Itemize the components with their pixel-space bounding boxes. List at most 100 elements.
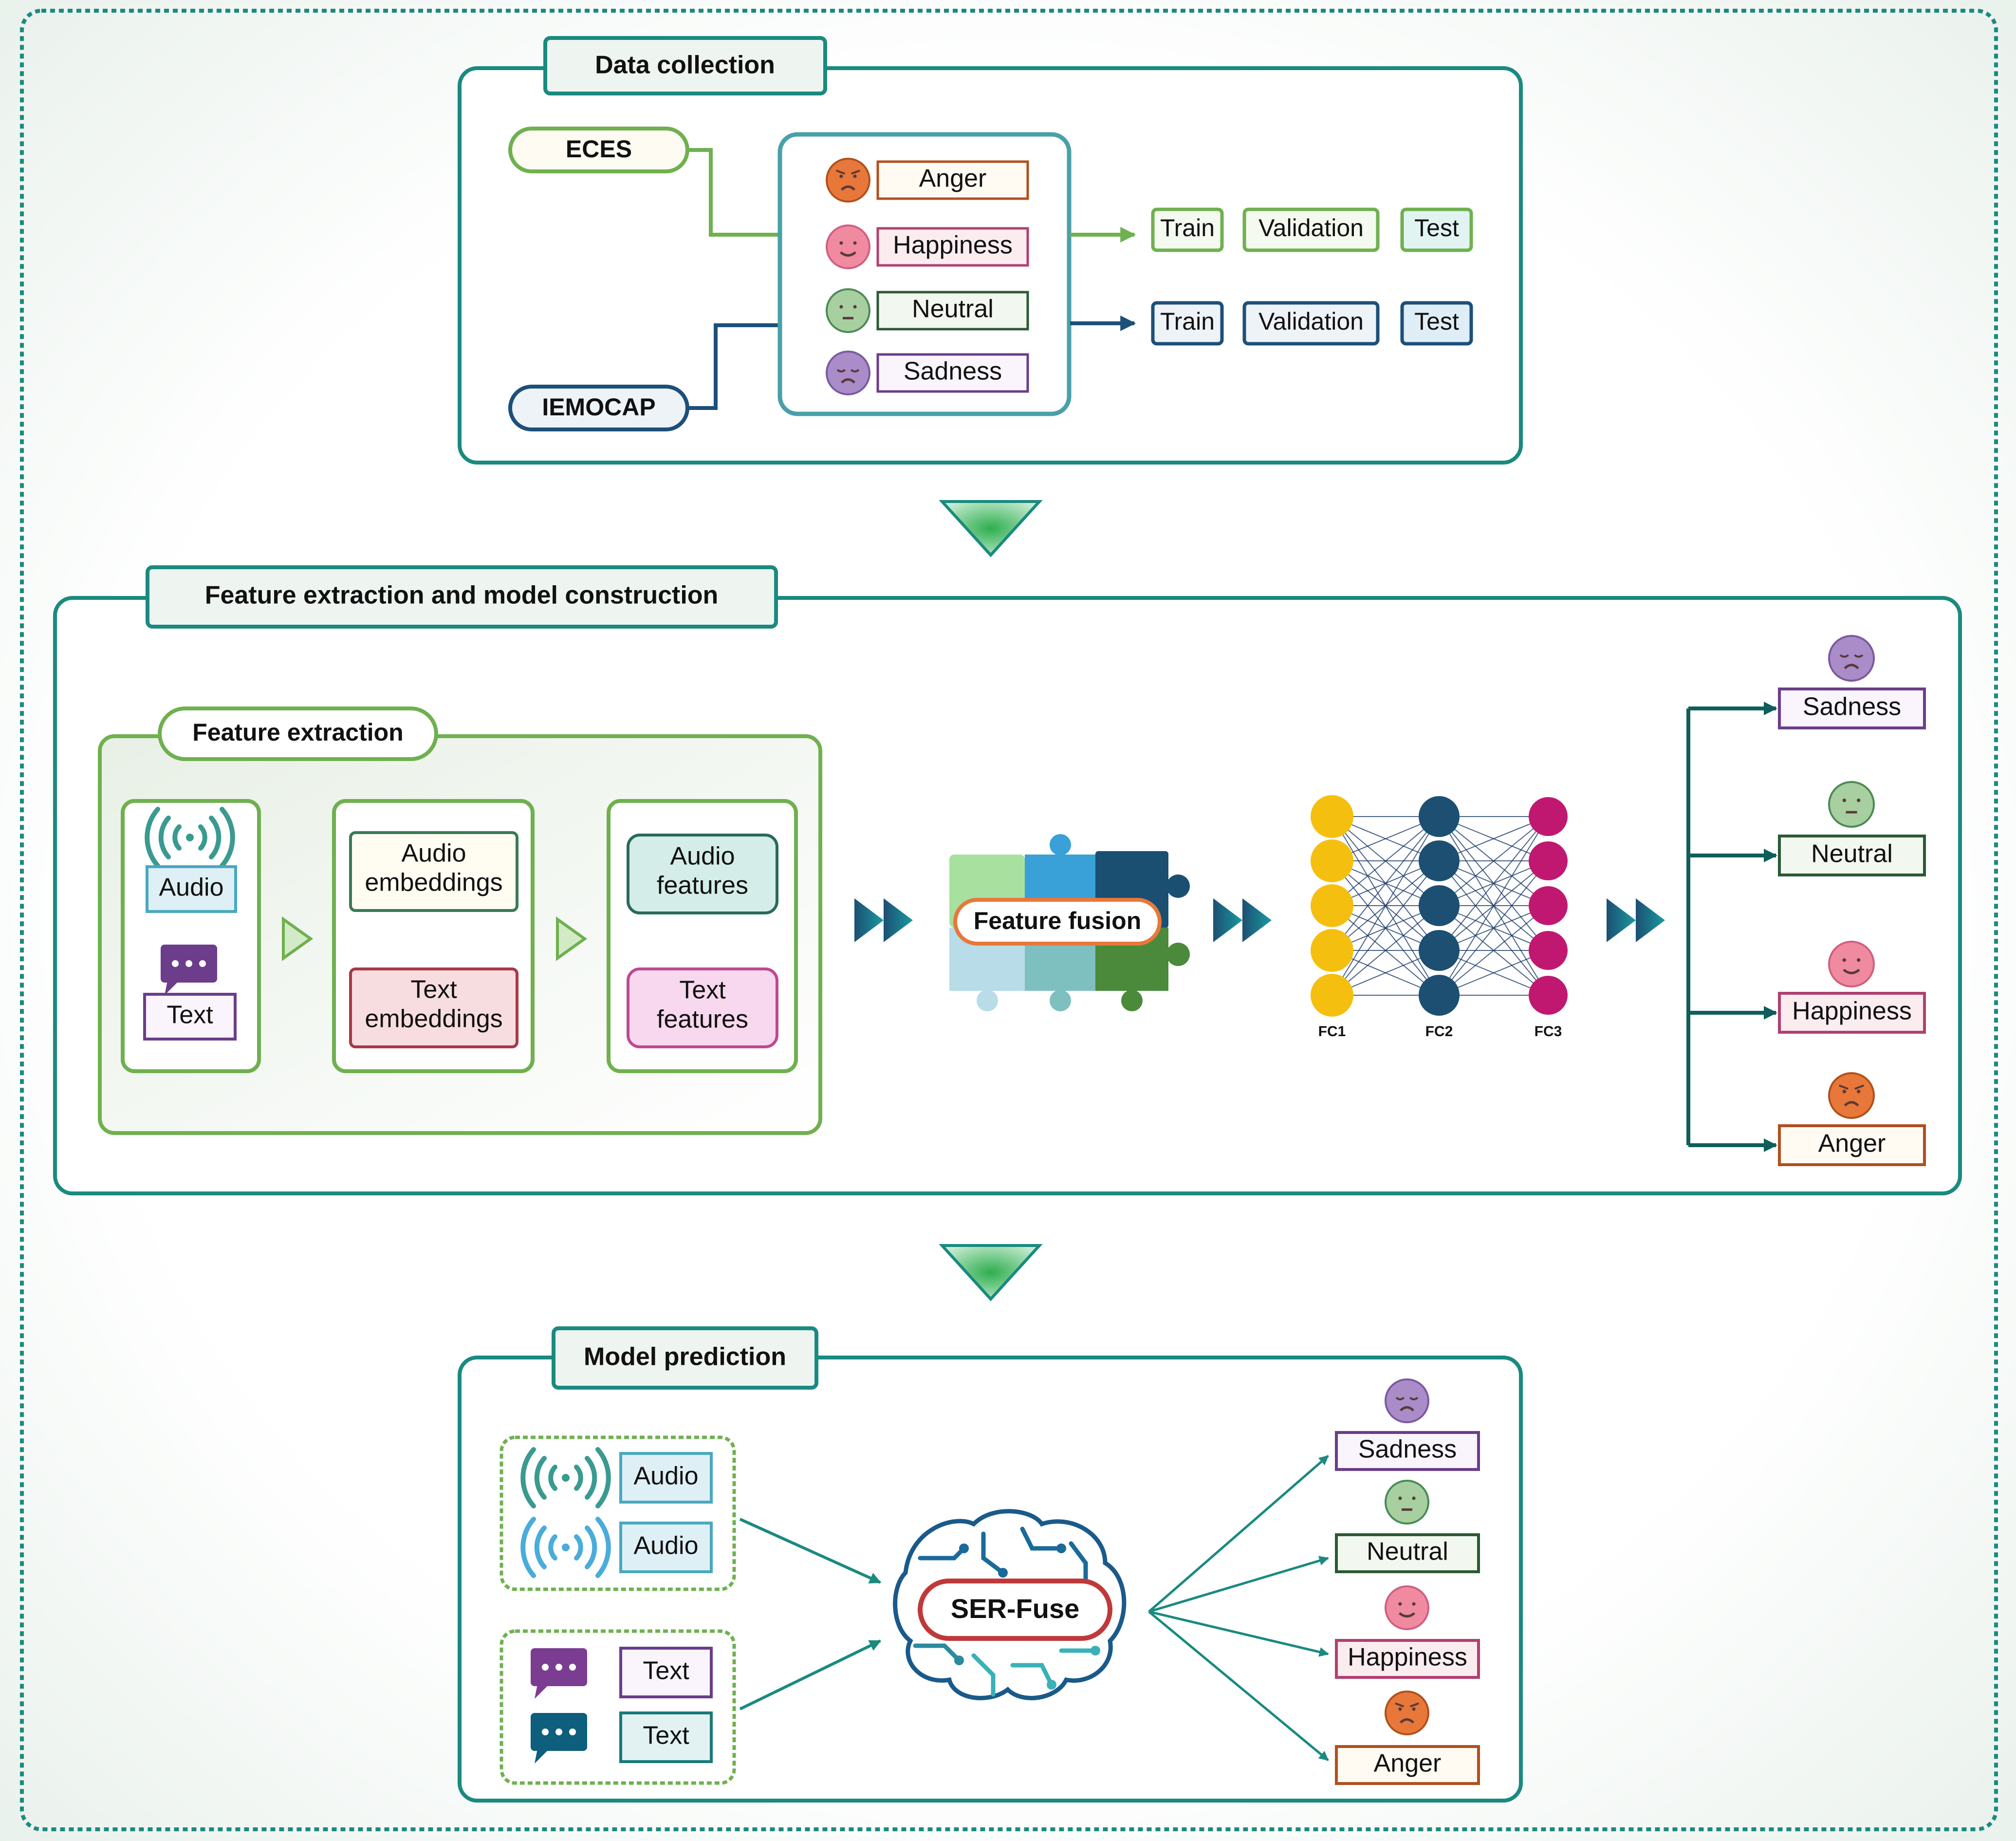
emotion-box-anger [876, 160, 1029, 200]
iemocap-split-test [1400, 301, 1473, 346]
layer-label-fc1: FC1 [1318, 1023, 1346, 1040]
neuron [1419, 796, 1460, 837]
dataset-eces-label: ECES [566, 135, 632, 163]
prediction-box-anger [1335, 1745, 1480, 1785]
outer-frame [20, 9, 1998, 1831]
output-label-anger: Anger [1818, 1130, 1886, 1158]
emotion-label-happiness: Happiness [893, 231, 1013, 260]
double-chevron-1 [854, 898, 913, 942]
layer-label-fc2: FC2 [1425, 1023, 1453, 1040]
neutral-face-icon [1828, 781, 1875, 828]
down-arrow-2 [939, 1244, 1043, 1302]
audio-input-label: Audio [159, 874, 224, 902]
prediction-box-neutral [1335, 1533, 1480, 1573]
neuron [1529, 886, 1568, 925]
prediction-box-sadness [1335, 1431, 1480, 1471]
iemocap-split-label-validation: Validation [1258, 308, 1364, 335]
neutral-face-icon [1385, 1480, 1429, 1525]
output-box-neutral [1778, 835, 1926, 876]
model-construction-title: Feature extraction and model constructio… [205, 581, 719, 610]
model-construction-header [146, 565, 778, 629]
layer-fc2: FC2 [1419, 796, 1460, 1040]
iemocap-split-label-test: Test [1414, 308, 1459, 335]
down-arrow-1 [939, 500, 1043, 558]
layer-fc3: FC3 [1529, 797, 1568, 1040]
prediction-label-sadness: Sadness [1358, 1435, 1457, 1464]
audio-sample-1-label: Audio [634, 1462, 699, 1490]
happiness-face-icon [1828, 941, 1875, 987]
neuron [1529, 931, 1568, 970]
chat-bubble-icon-2 [531, 1713, 587, 1764]
ser-fuse-label: SER-Fuse [951, 1593, 1080, 1624]
feature-fusion-label: Feature fusion [974, 907, 1141, 934]
prediction-arrow-anger [1148, 1611, 1329, 1761]
chat-bubble-icon-1 [531, 1648, 587, 1699]
audio-input-box [146, 865, 237, 913]
eces-split-label-validation: Validation [1258, 214, 1364, 242]
output-label-happiness: Happiness [1792, 997, 1912, 1025]
text-sample-2-label: Text [643, 1722, 689, 1750]
double-chevron-2 [1213, 898, 1272, 942]
neuron [1529, 797, 1568, 836]
text-to-model-arrow [739, 1639, 882, 1711]
audio-wave-icon [145, 807, 235, 868]
text-embeddings-line2: embeddings [365, 1005, 502, 1033]
text-features-box [627, 967, 778, 1048]
prediction-arrow-neutral [1148, 1556, 1329, 1613]
anger-face-icon [826, 158, 870, 203]
neuron [1311, 839, 1353, 882]
chat-bubble-icon [161, 945, 217, 995]
happiness-face-icon [826, 224, 870, 269]
audio-embeddings-line2: embeddings [365, 869, 502, 897]
neuron [1419, 840, 1460, 881]
neuron [1419, 885, 1460, 926]
emotion-classes-box [777, 132, 1072, 416]
iemocap-split-train [1151, 301, 1224, 346]
output-box-sadness [1778, 688, 1926, 729]
emotion-box-neutral [876, 291, 1029, 331]
emotion-label-sadness: Sadness [904, 357, 1002, 386]
emotion-label-neutral: Neutral [912, 295, 994, 323]
feature-extraction-header [158, 707, 438, 761]
prediction-box-happiness [1335, 1639, 1480, 1679]
prediction-arrow-happiness [1148, 1610, 1329, 1657]
text-input-box [143, 993, 237, 1041]
text-embeddings-box [349, 967, 518, 1048]
step-arrow-1 [282, 916, 314, 961]
iemocap-split-validation [1242, 301, 1380, 346]
audio-to-model-arrow [739, 1518, 882, 1584]
eces-split-label-test: Test [1414, 214, 1459, 242]
text-sample-1-label: Text [643, 1657, 689, 1685]
text-sample-1 [619, 1647, 713, 1698]
neuron [1311, 929, 1353, 972]
text-features-line1: Text [679, 976, 726, 1004]
audio-sample-2-label: Audio [634, 1532, 699, 1560]
feature-extraction-title: Feature extraction [192, 719, 403, 746]
layer-fc1: FC1 [1311, 795, 1353, 1040]
text-embeddings-line1: Text [410, 976, 457, 1004]
emotion-box-happiness [876, 227, 1029, 267]
eces-split-validation [1242, 207, 1380, 252]
model-prediction-header [552, 1326, 818, 1390]
anger-face-icon [1385, 1691, 1429, 1735]
neuron [1419, 930, 1460, 971]
neutral-face-icon [826, 288, 870, 333]
output-label-sadness: Sadness [1803, 693, 1901, 721]
anger-face-icon [1828, 1072, 1875, 1119]
prediction-label-happiness: Happiness [1348, 1643, 1467, 1672]
audio-wave-icon-2 [520, 1517, 611, 1578]
emotion-label-anger: Anger [919, 165, 987, 193]
audio-features-line2: features [657, 872, 748, 900]
audio-features-line1: Audio [670, 842, 735, 871]
prediction-label-anger: Anger [1374, 1749, 1442, 1778]
prediction-arrow-sadness [1148, 1455, 1329, 1613]
text-sample-2 [619, 1711, 713, 1763]
output-box-anger [1778, 1124, 1926, 1166]
emotion-box-sadness [876, 353, 1029, 393]
sadness-face-icon [826, 351, 870, 395]
iemocap-connector [687, 323, 779, 410]
eces-split-test [1400, 207, 1473, 252]
text-input-label: Text [166, 1001, 213, 1029]
